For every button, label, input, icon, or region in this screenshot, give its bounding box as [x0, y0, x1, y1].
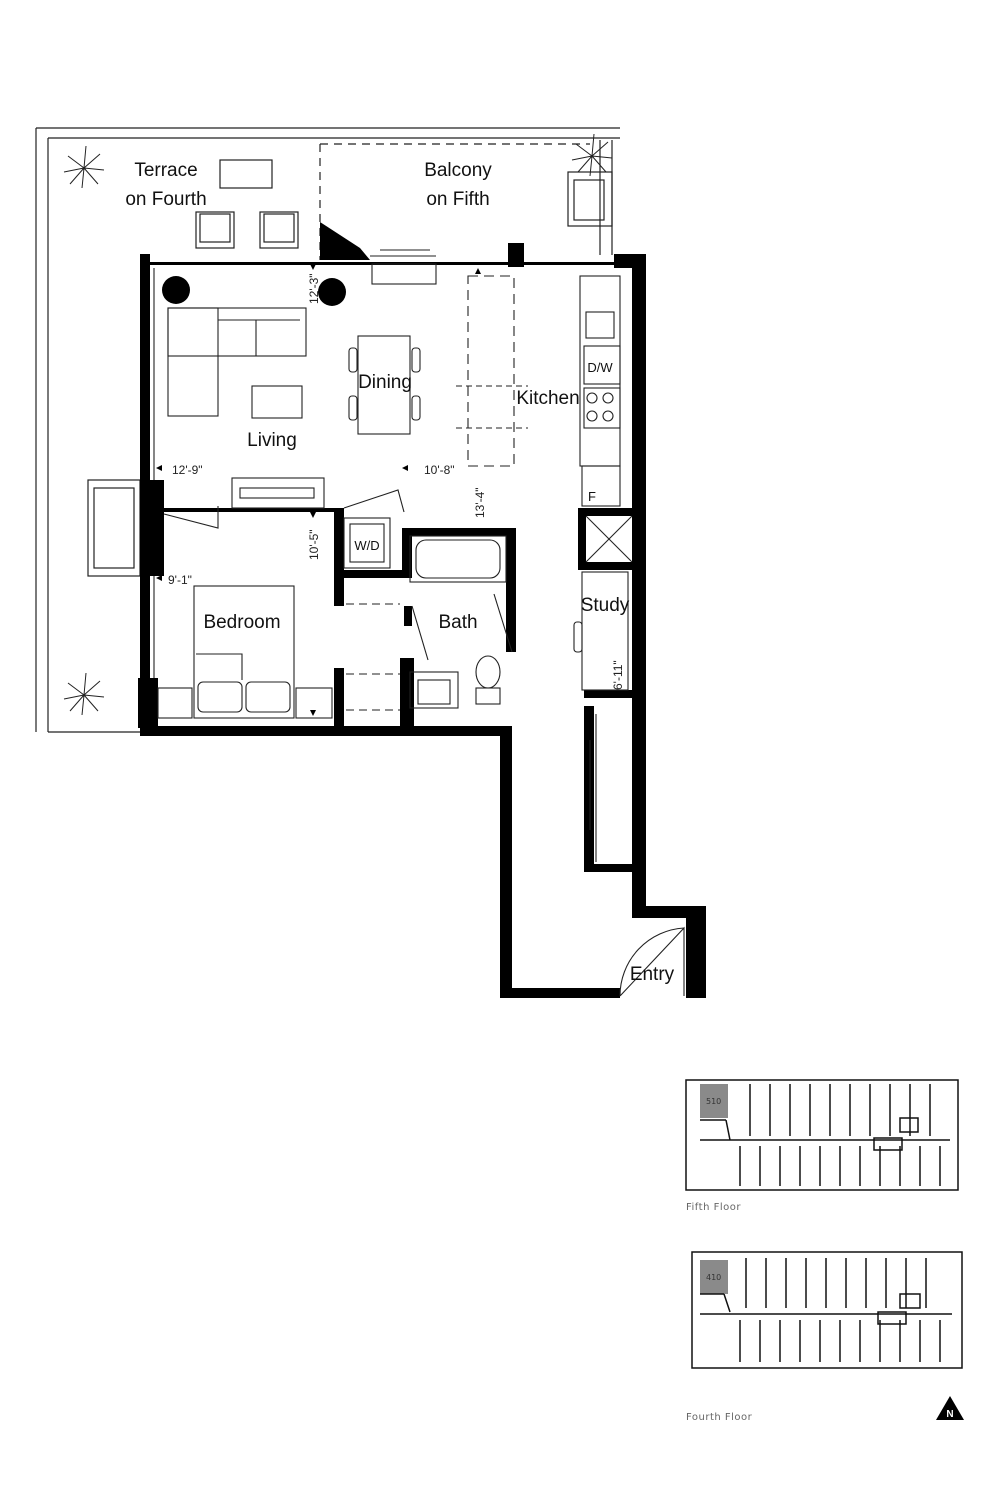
balcony-label-line2: on Fifth: [426, 189, 489, 210]
study-label: Study: [581, 595, 630, 616]
north-arrow-label: N: [946, 1409, 953, 1420]
key-plan-fifth-caption: Fifth Floor: [686, 1202, 741, 1213]
bedroom-depth-dim: 10'-5": [307, 529, 321, 560]
key-plan-fourth-caption: Fourth Floor: [686, 1412, 753, 1423]
terrace-label-line2: on Fourth: [125, 189, 206, 210]
washer-dryer-label: W/D: [354, 538, 379, 553]
bath-label: Bath: [438, 612, 477, 633]
key-plan-fifth: [685, 1079, 959, 1191]
living-label: Living: [247, 430, 297, 451]
north-arrow-icon: N: [936, 1396, 964, 1420]
living-depth-dim: 12'-3": [307, 273, 321, 304]
dimension-arrows: [156, 264, 481, 716]
terrace-area: [35, 127, 620, 733]
interior-walls: [164, 508, 636, 872]
dining-label: Dining: [358, 372, 412, 393]
key-plan-fourth-unit: 410: [706, 1273, 721, 1282]
interior-details: [153, 249, 685, 997]
plant-icon: [63, 133, 613, 716]
dishwasher-label: D/W: [587, 360, 613, 375]
unit-highlight: [700, 1084, 728, 1118]
entry-label: Entry: [630, 964, 675, 985]
terrace-label-line1: Terrace: [134, 160, 197, 181]
kitchen-depth-dim: 13'-4": [473, 487, 487, 518]
columns: [162, 276, 346, 306]
bedroom-width-dim: 9'-1": [168, 573, 192, 587]
appliance-labels: D/W W/D F: [354, 360, 613, 553]
unit-highlight: [700, 1260, 728, 1294]
study-depth-dim: 6'-11": [611, 660, 625, 690]
key-plan-fifth-unit: 510: [706, 1097, 721, 1106]
key-plan-fourth: [691, 1251, 963, 1369]
room-labels: Terrace on Fourth Balcony on Fifth Livin…: [125, 160, 674, 985]
bedroom-label: Bedroom: [203, 612, 280, 633]
fridge-label: F: [588, 489, 596, 504]
dimension-labels: 12'-9" 10'-8" 12'-3" 13'-4" 10'-5" 9'-1"…: [168, 273, 625, 690]
kitchen-label: Kitchen: [516, 388, 579, 409]
dining-width-dim: 10'-8": [424, 463, 455, 477]
living-width-dim: 12'-9": [172, 463, 203, 477]
balcony-label-line1: Balcony: [424, 160, 492, 181]
